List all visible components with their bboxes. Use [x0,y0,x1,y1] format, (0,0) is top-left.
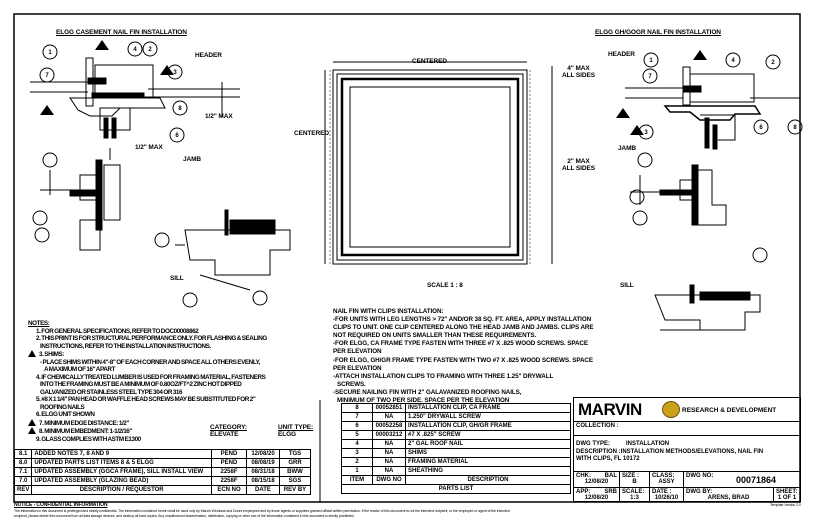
unit-type: UNIT TYPE:ELGG [278,424,314,439]
drawn-by: DWG BY:ARENS, BRAD [684,487,774,502]
note: 1. FOR GENERAL SPECIFICATIONS, REFER TO … [36,327,199,335]
revision-triangle-icon [28,418,36,426]
left-view-title: ELGG CASEMENT NAIL FIN INSTALLATION [56,29,187,36]
label-jamb-right: JAMB [618,145,637,152]
collection: COLLECTION : [574,421,800,435]
callout-4: 4 [133,47,137,53]
callout-3: 3 [173,70,177,76]
notice-title: NOTICE - CONFIDENTIAL INFORMATION [14,502,108,508]
scale: SCALE:1:3 [620,487,650,502]
note: 5. #8 X 1 1/4" PAN HEAD OR WAFFLE HEAD S… [36,396,256,403]
marvin-logo: MARVIN [578,400,642,419]
parts-list-title: PARTS LIST [341,484,571,494]
callout-4: 4 [731,58,735,64]
left-header-detail [30,57,240,139]
notes-title: NOTES: [28,320,50,327]
label-header-right: HEADER [608,51,635,58]
drawing-number: DWG NO:00071864 [684,471,800,487]
note: A MAXIMUM OF 16" APART [44,366,116,373]
note: - PLACE SHIMS WITHIN 4"-8" OF EACH CORNE… [40,358,261,366]
revision-triangle-icon [28,427,36,434]
date: DATE :10/26/10 [650,487,684,502]
right-view-title: ELGG GH/GOGR NAIL FIN INSTALLATION [595,29,721,36]
callout-7: 7 [45,73,49,79]
note: 3. SHIMS: [39,351,64,358]
rose-logo-icon [662,401,680,418]
scale-label: SCALE 1 : 8 [427,282,463,289]
notes: NOTES: 1. FOR GENERAL SPECIFICATIONS, RE… [28,320,267,443]
template-version: Template Version 2.0 [770,503,801,507]
label-jamb-left: JAMB [183,156,202,163]
note: INSTRUCTIONS, REFER TO THE INSTALLATION … [40,342,211,350]
right-jamb-detail [630,164,727,226]
window-elevation [324,61,553,265]
callout-8: 8 [793,125,797,131]
note: INTO THE FRAMING MUST BE A MINIMUM OF 0.… [40,381,242,388]
note: ROOFING NAILS [40,403,85,411]
department: RESEARCH & DEVELOPMENT [682,407,777,414]
class: CLASS:ASSY [650,471,684,487]
label-sill-right: SILL [620,282,634,289]
left-jamb-detail [40,148,121,251]
sheet: SHEET:1 OF 1 [774,487,800,502]
right-header-detail [625,66,800,150]
notice-line-2: recipient, please delete this document f… [14,514,355,518]
label-half-max: 1/2" MAX [205,113,233,120]
note: 7. MINIMUM EDGE DISTANCE: 1/2" [39,419,129,427]
label-sill-left: SILL [170,275,184,282]
callouts: 1 7 4 2 3 8 6 1 7 4 2 3 6 8 [32,40,803,308]
revision-triangles [40,40,707,135]
callout-3: 3 [644,130,648,136]
label-centered-left: CENTERED [294,130,329,137]
label-half-max-2: 1/2" MAX [135,144,163,151]
category: CATEGORY:ELEVATE [210,424,247,439]
right-sill-detail [654,284,761,331]
label-centered-top: CENTERED [412,58,447,65]
callout-1: 1 [649,58,653,64]
size: SIZE :B [620,471,650,487]
left-sill-detail [175,209,291,291]
callout-2: 2 [148,47,152,53]
title-block: MARVIN RESEARCH & DEVELOPMENT COLLECTION… [573,397,801,502]
callout-6: 6 [759,125,763,131]
note: 2. THIS PRINT IS FOR STRUCTURAL PERFORMA… [36,335,267,342]
notice-line-1: The information in this document is priv… [14,509,510,513]
revision-triangle-icon [28,350,36,357]
label-header-left: HEADER [195,52,222,59]
callout-1: 1 [48,50,52,56]
drawing-description: DWG TYPE:INSTALLATION DESCRIPTION :INSTA… [574,435,800,471]
nail-fin-instructions: NAIL FIN WITH CLIPS INSTALLATION:-FOR UN… [333,308,594,405]
drawing-border [13,13,801,503]
note: 6. ELGG UNIT SHOWN [36,411,95,418]
callout-2: 2 [771,60,775,66]
note: 9. GLASS COMPLIES WITH ASTM E1300 [36,435,141,443]
callout-7: 7 [648,74,652,80]
callout-6: 6 [175,133,179,139]
callout-8: 8 [178,106,182,112]
note: 4. IF CHEMICALLY TREATED LUMBER IS USED … [36,373,266,381]
note: GALVANIZED OR STAINLESS STEEL TYPE 304 O… [40,388,183,396]
note: 8. MINIMUM EMBEDMENT: 1-1/2/16" [39,428,132,435]
